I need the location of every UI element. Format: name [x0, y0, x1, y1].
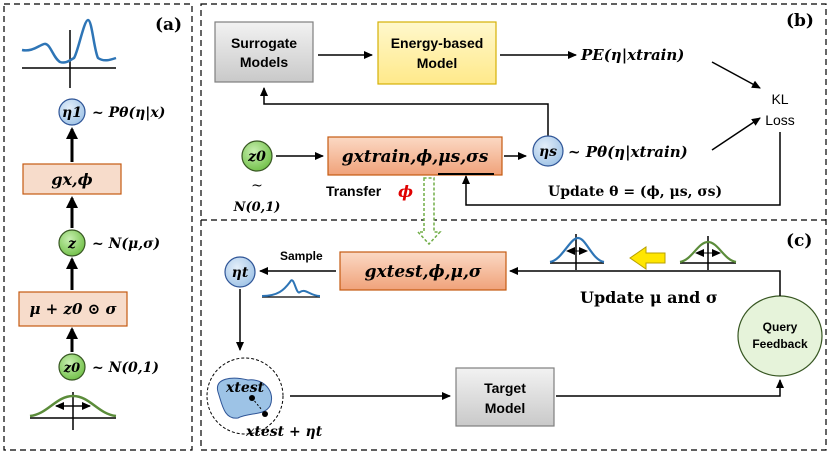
- kl-loss-2: Loss: [765, 112, 795, 128]
- g-x-phi-label: gx,ϕ: [51, 170, 92, 189]
- surrogate-models-box: [214, 21, 314, 83]
- query-label-1: Query: [763, 320, 798, 334]
- g-train-label: gxtrain,ϕ,μs,σs: [342, 147, 489, 167]
- z-distribution: ~ N(μ,σ): [92, 236, 160, 252]
- eta-t-node: [224, 256, 256, 288]
- eta1-distribution: ~ Pθ(η|x): [92, 105, 165, 121]
- updated-distribution-icon: [549, 234, 605, 270]
- z-node: [58, 229, 86, 257]
- test-sample-blob: [216, 377, 272, 419]
- z0-distribution-a: ~ N(0,1): [92, 360, 159, 376]
- g-test-box: [339, 251, 507, 291]
- update-direction-arrow: [629, 246, 666, 270]
- sample-curve-icon: [261, 279, 321, 298]
- x-test-label: xtest: [225, 380, 265, 396]
- surrogate-label-1: Surrogate: [231, 35, 297, 51]
- x-test-perturbed-point: [262, 411, 268, 417]
- target-label-2: Model: [485, 400, 525, 416]
- initial-distribution-icon: [679, 236, 737, 270]
- eta-s-node: [532, 135, 564, 167]
- target-label-1: Target: [484, 380, 526, 396]
- energy-model-box: [377, 21, 497, 85]
- g-train-box: [327, 136, 503, 176]
- bimodal-curve-icon: [21, 18, 117, 88]
- test-sample-region: [206, 357, 284, 435]
- target-model-box: [455, 367, 555, 427]
- update-theta-label: Update θ = (ϕ, μs, σs): [548, 184, 722, 200]
- g-x-phi-box: [22, 163, 122, 195]
- noise-distribution: N(0,1): [233, 200, 281, 215]
- query-feedback-node: [737, 295, 823, 377]
- panel-c-label: (c): [786, 231, 812, 251]
- eta1-node-label: η1: [62, 105, 82, 121]
- transfer-label: Transfer: [326, 183, 382, 199]
- panel-b-label: (b): [786, 11, 814, 31]
- z-node-label: z: [67, 236, 77, 252]
- energy-label-1: Energy-based: [391, 35, 484, 51]
- transfer-phi: ϕ: [398, 182, 413, 201]
- g-test-label: gxtest,ϕ,μ,σ: [365, 262, 482, 282]
- panel-a-border: [3, 3, 193, 451]
- update-theta-path: [462, 132, 781, 206]
- ptheta-distribution: ~ Pθ(η|xtrain): [568, 143, 688, 161]
- eta1-node: [58, 98, 86, 126]
- z0-node-a: [58, 353, 86, 381]
- query-label-2: Feedback: [752, 337, 808, 351]
- reparam-box: [18, 291, 128, 327]
- feedback-to-surrogate-arrow: [260, 87, 549, 136]
- panel-bc-border: [200, 3, 827, 451]
- update-mu-sigma-label: Update μ and σ: [580, 288, 718, 307]
- transfer-arrow: [416, 177, 442, 246]
- energy-label-2: Model: [417, 55, 457, 71]
- z0-node-b-label: z0: [247, 149, 266, 165]
- gaussian-curve-icon: [29, 392, 117, 430]
- eta-t-node-label: ηt: [232, 265, 249, 281]
- reparam-label: μ + z0 ⊙ σ: [29, 300, 117, 318]
- pe-distribution: PE(η|xtrain): [580, 46, 684, 64]
- noise-tilde: ~: [251, 178, 263, 194]
- z0-node-a-label: z0: [63, 361, 80, 376]
- sample-label: Sample: [280, 249, 323, 263]
- kl-loss-1: KL: [771, 91, 788, 107]
- z0-node-b: [241, 140, 273, 172]
- x-test-eta-label: xtest + ηt: [245, 424, 323, 440]
- eta-s-node-label: ηs: [539, 144, 557, 160]
- surrogate-label-2: Models: [240, 54, 288, 70]
- panel-a-label: (a): [155, 15, 182, 35]
